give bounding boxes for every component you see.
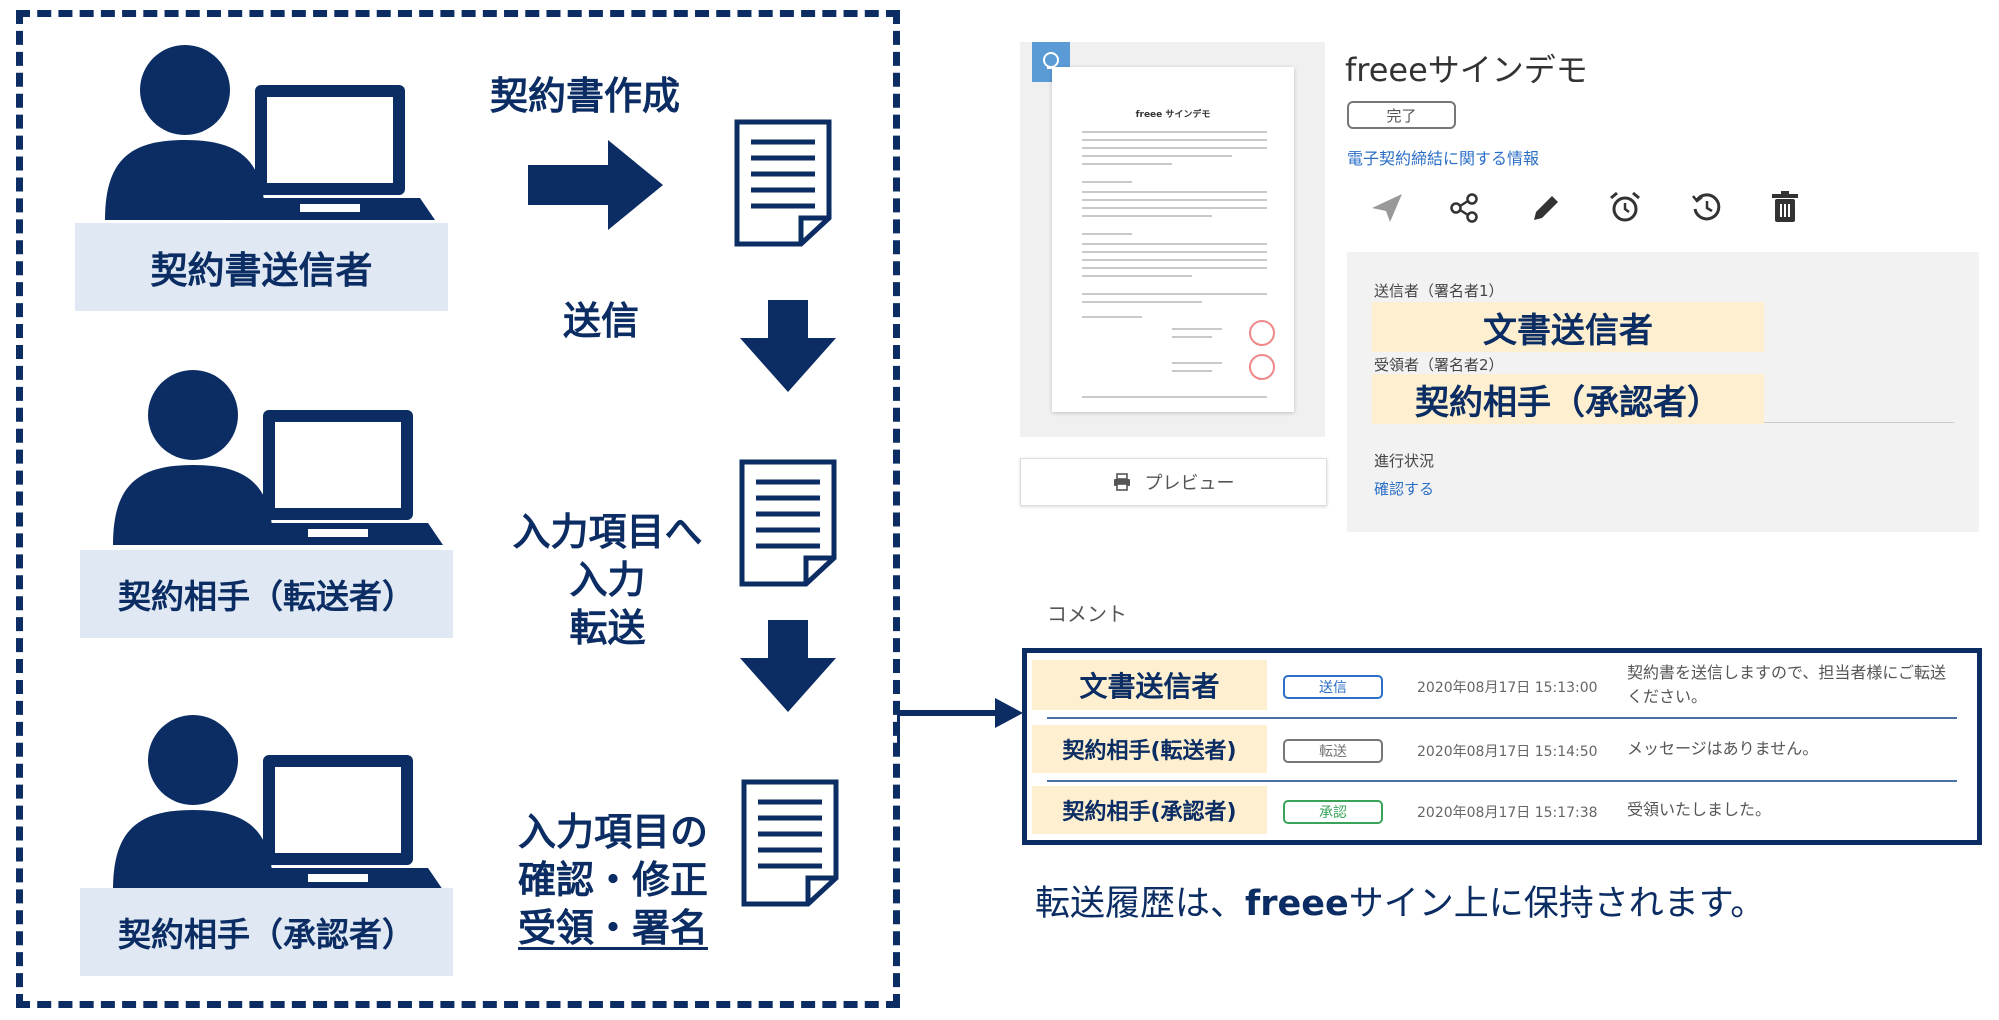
comment-message: 受領いたしました。 <box>1627 800 1772 819</box>
sender-label: 送信者（署名者1） <box>1374 282 1504 300</box>
arrow-down-icon <box>738 620 838 715</box>
step-input: 入力項目へ 入力 転送 <box>510 508 705 652</box>
step-input-line2: 入力 <box>569 558 646 602</box>
details-divider <box>1764 422 1954 423</box>
comment-row: 文書送信者 送信 2020年08月17日 15:13:00 契約書を送信しますの… <box>1027 653 1977 716</box>
comment-date: 2020年08月17日 15:13:00 <box>1417 680 1598 696</box>
step-create: 契約書作成 <box>490 74 681 118</box>
caption-suffix: サイン上に保持されます。 <box>1348 884 1766 924</box>
document-thumbnail: freee サインデモ <box>1052 67 1294 412</box>
footer-caption: 転送履歴は、freeeサイン上に保持されます。 <box>1035 875 1765 926</box>
comment-message: 契約書を送信しますので、担当者様にご転送ください。 <box>1627 663 1947 706</box>
comment-divider <box>1047 780 1957 782</box>
document-icon <box>738 458 838 588</box>
progress-link[interactable]: 確認する <box>1374 480 1435 498</box>
edit-icon[interactable] <box>1530 192 1562 224</box>
connector-arrow-icon <box>897 690 1027 750</box>
step-send: 送信 <box>563 299 640 343</box>
step-confirm: 入力項目の 確認・修正 受領・署名 <box>513 808 713 952</box>
comment-author: 契約相手(転送者) <box>1032 725 1267 773</box>
preview-button-label: プレビュー <box>1144 473 1235 494</box>
step-confirm-line3: 受領・署名 <box>517 906 708 950</box>
share-icon[interactable] <box>1450 192 1480 224</box>
document-title: freeeサインデモ <box>1345 51 1588 89</box>
printer-icon <box>1113 473 1130 491</box>
caption-prefix: 転送履歴は、 <box>1035 884 1246 924</box>
status-badge: 完了 <box>1347 101 1456 129</box>
comments-list: 文書送信者 送信 2020年08月17日 15:13:00 契約書を送信しますの… <box>1022 648 1982 845</box>
send-icon[interactable] <box>1370 192 1404 224</box>
history-icon[interactable] <box>1690 190 1724 224</box>
comment-date: 2020年08月17日 15:14:50 <box>1417 744 1598 760</box>
comment-row: 契約相手(転送者) 転送 2020年08月17日 15:14:50 メッセージは… <box>1027 719 1977 779</box>
receiver-label: 受領者（署名者2） <box>1374 356 1504 374</box>
role-label-sender: 契約書送信者 <box>75 223 448 311</box>
document-icon <box>733 118 833 248</box>
workflow-frame <box>16 10 900 1008</box>
alarm-icon[interactable] <box>1608 190 1642 224</box>
comment-badge-forward: 転送 <box>1283 739 1383 763</box>
comment-date: 2020年08月17日 15:17:38 <box>1417 805 1598 821</box>
role-label-approver: 契約相手（承認者） <box>80 888 453 976</box>
trash-icon[interactable] <box>1770 190 1800 224</box>
arrow-right-icon <box>528 140 668 230</box>
step-input-line3: 転送 <box>569 606 646 650</box>
thumbnail-title: freee サインデモ <box>1135 110 1211 120</box>
step-input-line1: 入力項目へ <box>512 510 703 554</box>
person-laptop-icon <box>100 30 440 225</box>
progress-label: 進行状況 <box>1374 452 1435 470</box>
step-confirm-line1: 入力項目の <box>517 810 708 854</box>
document-icon <box>740 778 840 908</box>
comments-heading: コメント <box>1047 602 1127 626</box>
comment-author: 文書送信者 <box>1032 660 1267 710</box>
comment-badge-sent: 送信 <box>1283 675 1383 699</box>
comment-divider <box>1047 717 1957 719</box>
comment-author: 契約相手(承認者) <box>1032 786 1267 834</box>
thumbnail-text-lines <box>1082 131 1275 398</box>
receiver-name: 契約相手（承認者） <box>1372 374 1764 424</box>
person-laptop-icon <box>108 355 448 550</box>
comment-badge-approve: 承認 <box>1283 800 1383 824</box>
contract-info-link[interactable]: 電子契約締結に関する情報 <box>1347 149 1540 168</box>
comment-row: 契約相手(承認者) 承認 2020年08月17日 15:17:38 受領いたしま… <box>1027 782 1977 842</box>
caption-brand: freee <box>1245 884 1349 924</box>
arrow-down-icon <box>738 300 838 395</box>
preview-button[interactable]: プレビュー <box>1020 458 1327 506</box>
sender-name: 文書送信者 <box>1372 302 1764 352</box>
step-confirm-line2: 確認・修正 <box>517 858 708 902</box>
comment-message: メッセージはありません。 <box>1627 739 1819 758</box>
person-laptop-icon <box>108 700 448 895</box>
role-label-forwarder: 契約相手（転送者） <box>80 550 453 638</box>
